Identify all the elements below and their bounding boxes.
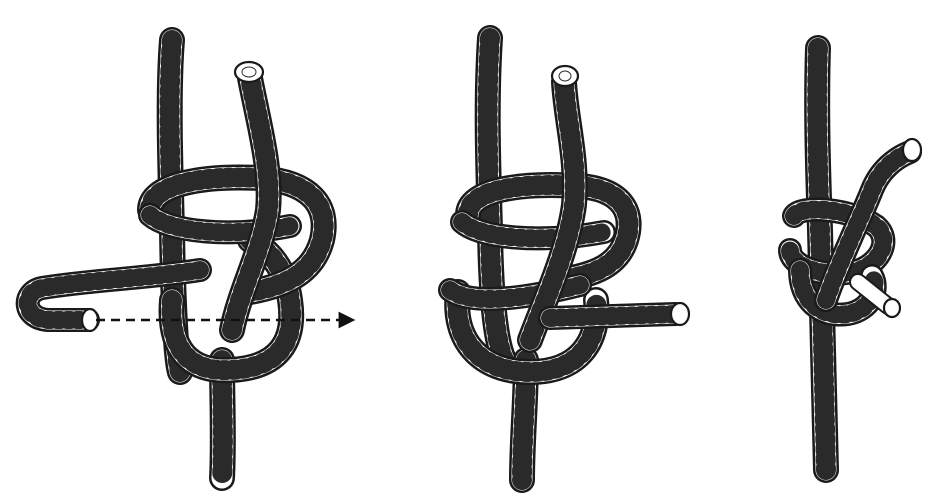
rope-end-cap [671, 303, 689, 325]
rope-end-cap [884, 299, 900, 317]
working-end-strand [530, 82, 575, 340]
rope-end-cap [552, 66, 578, 86]
knot-step-1-panel [28, 40, 352, 478]
standing-rope-strand [817, 48, 826, 470]
knot-step-3-panel [790, 48, 921, 470]
rope-end-cap [903, 139, 921, 161]
rope-end-cap [82, 309, 98, 331]
knot-step-2-panel [450, 38, 689, 480]
right-tail-strand [550, 314, 676, 318]
rope-end-cap [235, 62, 263, 82]
